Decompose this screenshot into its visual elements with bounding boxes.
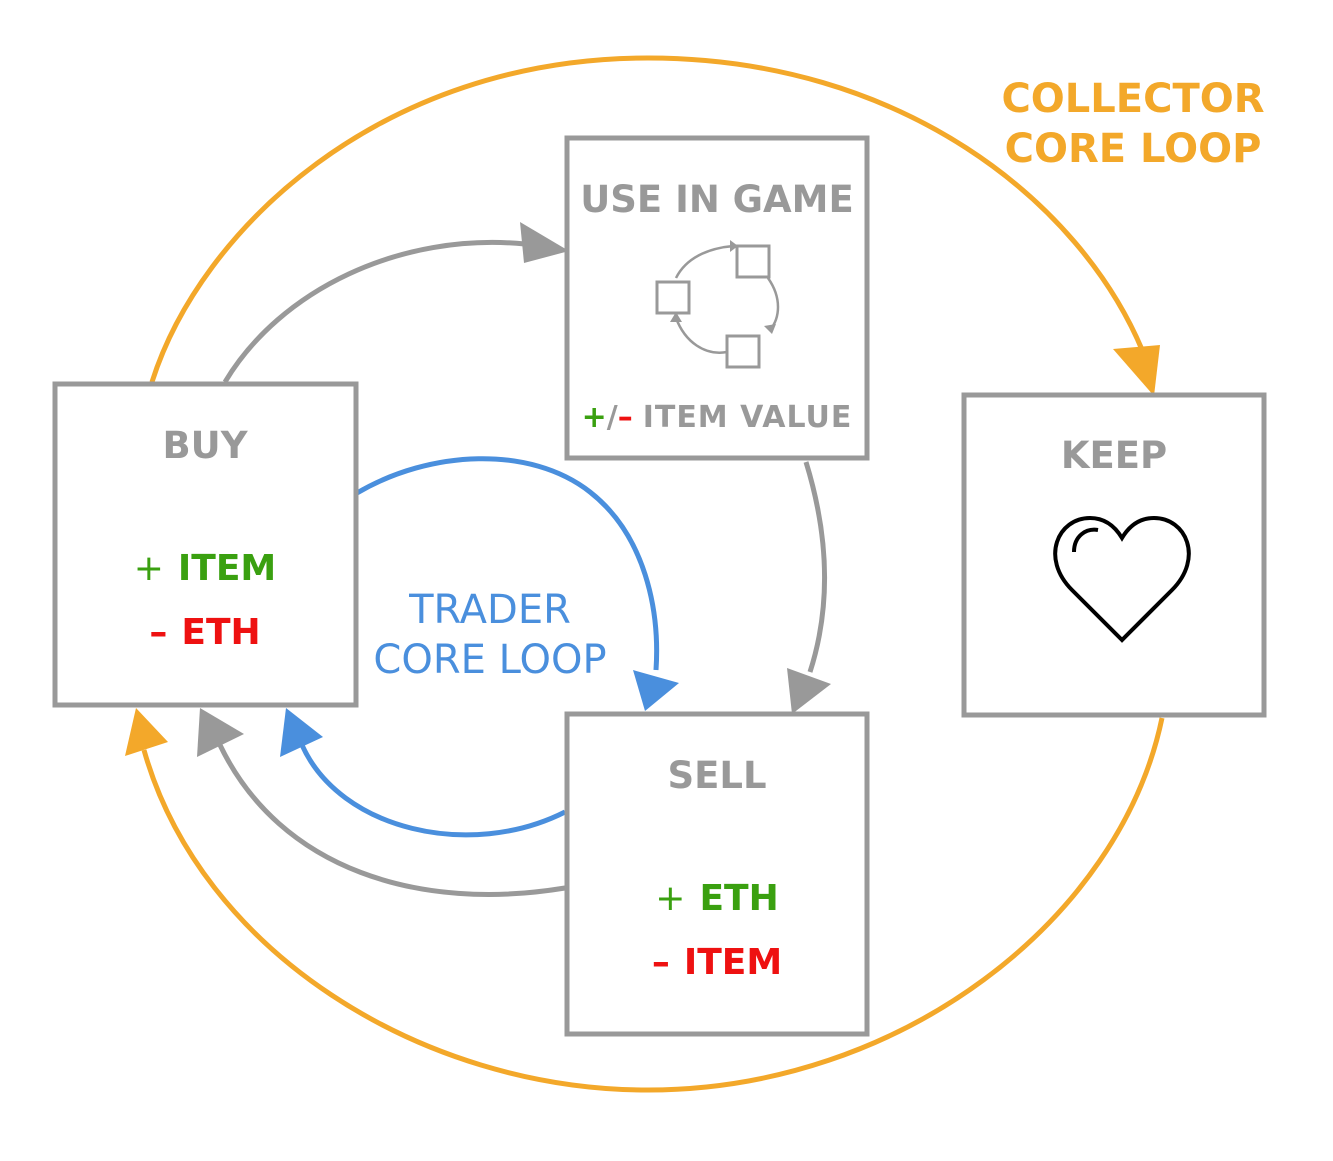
trader-arrow-buy [280,708,323,757]
buy-gain: + ITEM [134,548,277,589]
trader-label-line1: TRADER [408,587,571,633]
arc-sell-to-buy [217,743,566,897]
collector-arrow-keep [1113,345,1160,396]
buy-minus-text: ETH [181,612,260,653]
collector-label: COLLECTOR CORE LOOP [1001,76,1264,172]
trader-arc-bottom [299,743,567,838]
buy-plus-sign: + [134,548,164,589]
sell-minus-sign: – [652,942,670,983]
sell-plus-text: ETH [699,878,778,919]
collector-arc-bottom [141,717,1165,1093]
collector-loop [125,55,1165,1093]
trader-label-line2: CORE LOOP [373,637,606,683]
sell-plus-sign: + [655,878,685,919]
keep-box: KEEP [961,392,1267,718]
collector-arrow-buy [125,708,168,756]
trader-arc-top [355,456,660,671]
collector-arc-top [149,55,1146,383]
trader-loop [280,456,679,838]
sell-gain: + ETH [655,878,778,919]
sell-frame [564,711,870,1037]
value-minus-sign: – [618,400,633,435]
sell-cost: –ITEM [652,942,782,983]
use-in-game-title: USE IN GAME [580,178,854,221]
buy-frame [52,381,359,708]
arrow-into-buy-gray [197,708,244,757]
buy-plus-text: ITEM [178,548,276,589]
arrow-into-use [520,222,569,263]
keep-title: KEEP [1061,434,1167,477]
collector-label-line2: CORE LOOP [1005,126,1262,172]
value-text: ITEM VALUE [643,400,853,435]
arc-buy-to-use [222,239,526,384]
sell-title: SELL [667,754,766,797]
value-plus-sign: + [582,400,607,435]
trader-arrow-sell [633,670,679,711]
sell-box: SELL + ETH –ITEM [564,711,870,1037]
value-slash: / [607,400,618,435]
gray-arcs [197,222,831,897]
use-in-game-frame [564,135,870,461]
arc-use-to-sell [803,461,828,673]
use-in-game-item-value: +/–ITEM VALUE [582,400,853,435]
buy-title: BUY [162,424,248,467]
keep-frame [961,392,1267,718]
buy-minus-sign: – [149,612,167,653]
buy-cost: –ETH [149,612,260,653]
collector-label-line1: COLLECTOR [1001,76,1264,122]
use-in-game-box: USE IN GAME +/–ITEM VALUE [564,135,870,461]
cycle-icon [655,240,780,369]
arrow-into-sell [787,668,831,714]
heart-icon [1053,515,1191,643]
sell-minus-text: ITEM [684,942,782,983]
trader-label: TRADER CORE LOOP [373,587,606,683]
buy-box: BUY + ITEM –ETH [52,381,359,708]
